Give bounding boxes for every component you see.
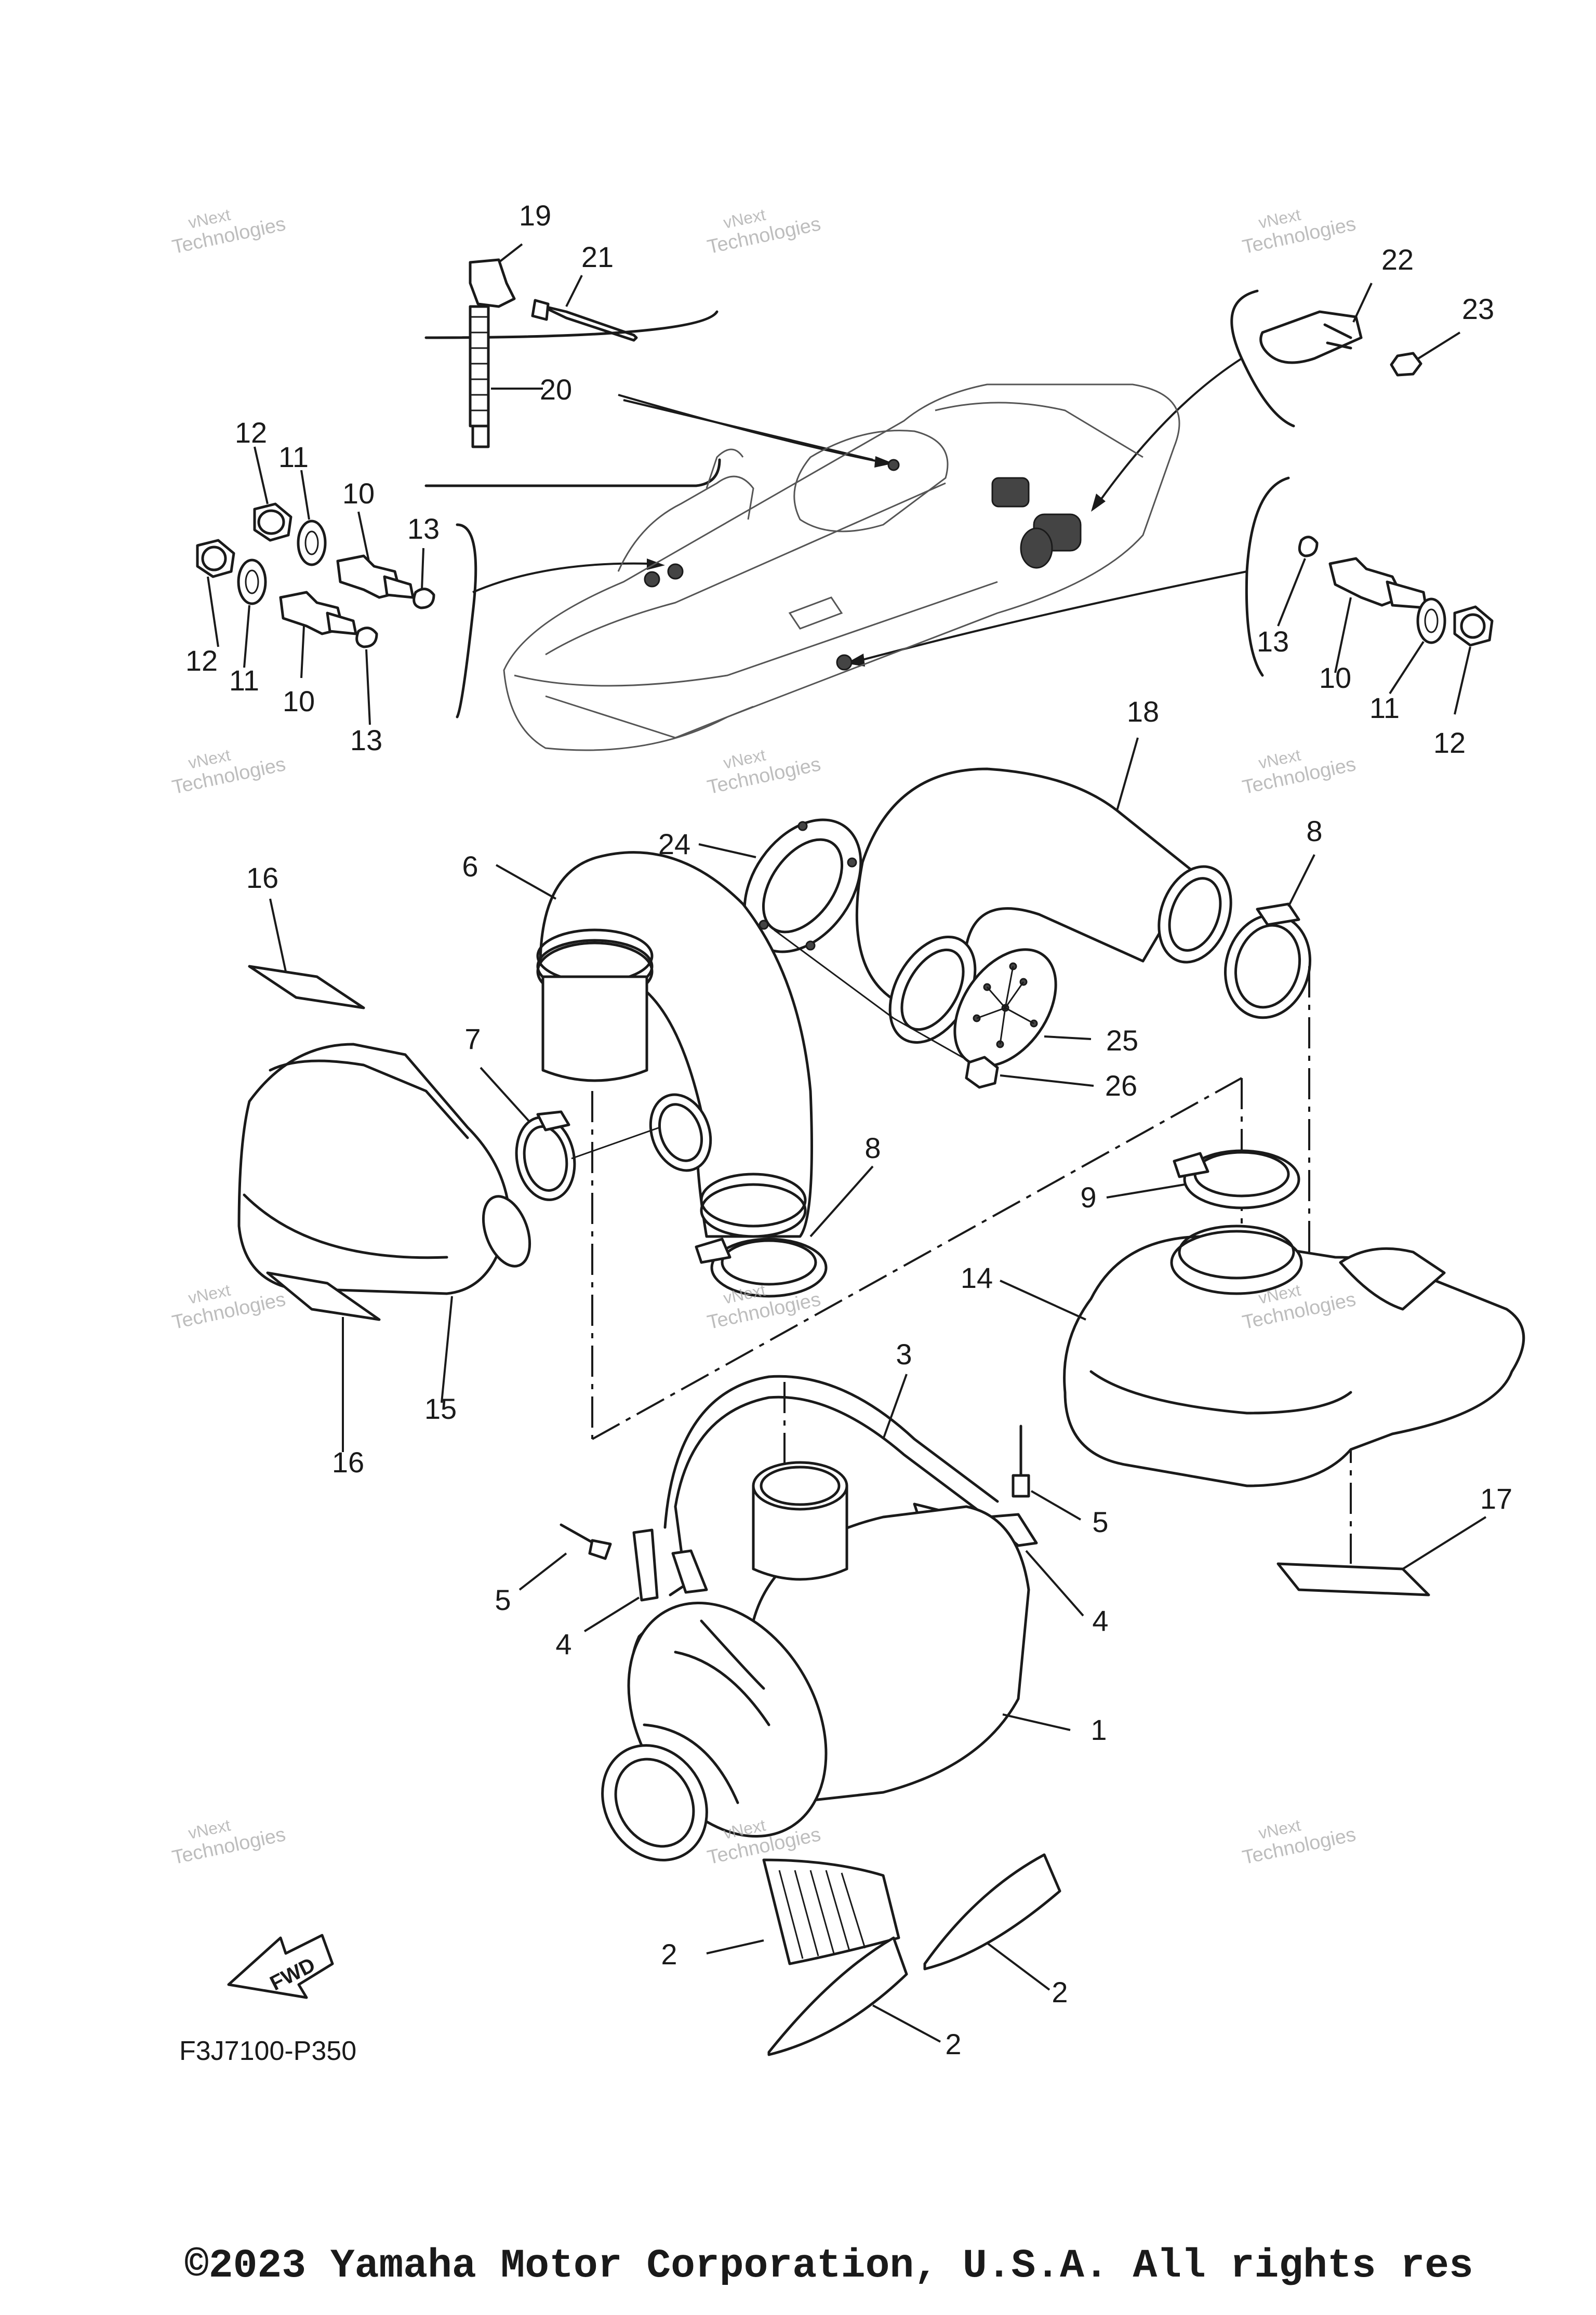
callout-11-upper-left: 11 [278,441,309,473]
watercraft-illustration [503,383,1180,751]
part-11-washer-lower [237,558,267,605]
callout-6: 6 [462,850,478,883]
callout-26: 26 [1105,1069,1138,1102]
diagram-code: F3J7100-P350 [179,2036,357,2066]
callout-24: 24 [658,828,691,860]
callout-11-right: 11 [1369,691,1400,724]
callout-12-upper-left: 12 [234,416,268,449]
part-13-clamp-lower [355,627,378,648]
callout-14: 14 [960,1261,993,1294]
part-26-nut [893,1017,1094,1089]
part-14-water-box [1000,1225,1525,1487]
callout-1: 1 [1090,1713,1107,1746]
part-2-heat-shield-a [706,1858,900,1965]
part-6-exhaust-pipe [496,851,813,1439]
part-11-washer-right [1416,597,1446,644]
detail-group-left-fittings [196,446,665,725]
callout-12-lower-left: 12 [185,644,218,677]
callout-8-lower: 8 [864,1132,881,1164]
callout-21: 21 [581,241,614,273]
part-23-nut [1390,352,1422,377]
part-21-rivet [539,304,638,342]
callout-18: 18 [1126,695,1160,728]
callout-16-upper: 16 [246,861,279,894]
callout-8-upper: 8 [1306,815,1323,847]
callout-25: 25 [1106,1024,1139,1057]
copyright-notice: ©2023 Yamaha Motor Corporation, U.S.A. A… [184,2243,1473,2289]
part-9-clamp [1106,1149,1300,1209]
callout-23: 23 [1461,292,1495,325]
callout-19: 19 [518,199,552,232]
detail-group-right-fittings [846,476,1494,715]
fwd-arrow-icon [227,1934,334,1999]
part-16-pad-lower [266,1271,381,1452]
part-17-pad [1276,1516,1487,1596]
callout-5-right: 5 [1092,1506,1109,1538]
callout-16-lower: 16 [331,1446,365,1479]
callout-10-lower-left: 10 [282,685,315,717]
detail-group-top-left [424,243,894,487]
part-2-heat-shield-c [767,1936,941,2056]
callout-13-right: 13 [1256,625,1289,658]
part-19-clip [469,258,516,308]
callout-7: 7 [464,1022,481,1055]
part-18-exhaust-pipe [855,737,1232,1044]
part-5-rivet-left [518,1523,612,1591]
part-4-bracket-left [583,1528,659,1632]
part-11-washer-upper [297,520,327,566]
callout-12-right: 12 [1433,726,1466,759]
part-16-pad-upper [248,898,365,1009]
callout-2-left: 2 [661,1938,677,1971]
part-5-rivet-right [1012,1425,1082,1521]
callout-2-right: 2 [1052,1976,1068,2008]
callout-17: 17 [1480,1482,1513,1515]
callout-4-left: 4 [555,1628,572,1660]
part-20-cable-tie [469,305,490,428]
callout-15: 15 [424,1392,457,1425]
part-13-clamp-right [1298,536,1319,557]
detail-group-top-right [1091,283,1461,512]
part-13-clamp-upper [413,588,435,609]
callout-9: 9 [1080,1181,1097,1214]
callout-10-upper-left: 10 [342,477,375,510]
callout-3: 3 [896,1338,912,1371]
callout-5-left: 5 [495,1584,511,1616]
callout-13-lower-left: 13 [350,724,383,756]
callout-4-right: 4 [1092,1604,1109,1637]
callout-13-upper-left: 13 [407,512,440,545]
part-22-bracket [1259,310,1363,364]
callout-2-bottom: 2 [945,2028,962,2060]
callout-20: 20 [539,373,573,406]
callout-11-lower-left: 11 [229,664,260,697]
callout-22: 22 [1381,243,1414,276]
part-2-heat-shield-b [923,1853,1061,1991]
part-7-clamp [480,1067,660,1201]
callout-10-right: 10 [1319,661,1352,694]
part-15-water-box [237,1043,531,1403]
part-1-muffler [601,1461,1071,1861]
part-8-clamp-lower [695,1165,874,1298]
